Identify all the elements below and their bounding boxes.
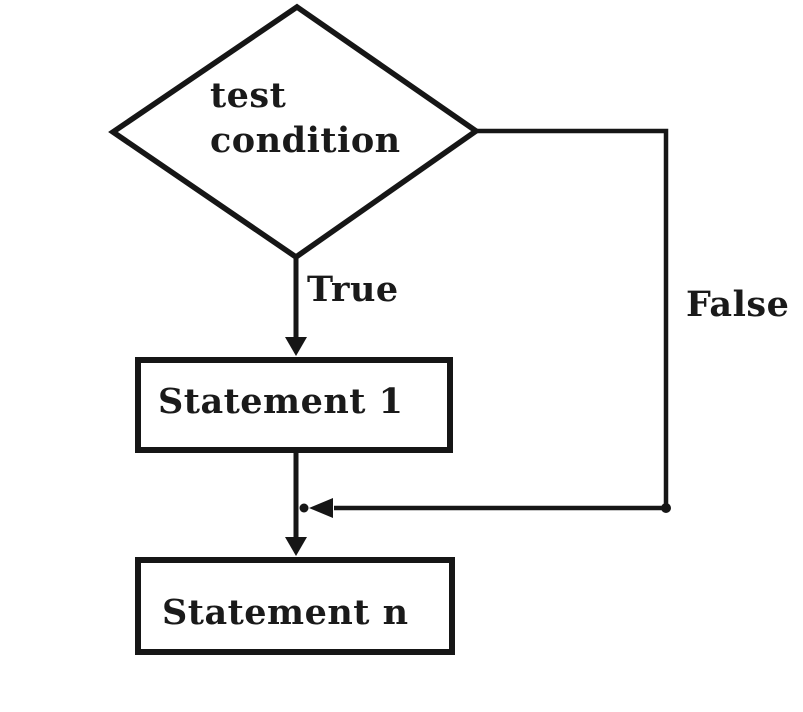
statement1-box <box>135 357 453 453</box>
false-path-corner-dot <box>661 503 671 513</box>
merge-arrowhead-icon <box>285 537 307 556</box>
merge-junction-dot <box>299 503 309 513</box>
decision-label-line2: condition <box>210 120 401 161</box>
decision-diamond <box>108 3 481 261</box>
false-branch-path <box>334 128 669 511</box>
true-arrowhead-icon <box>285 337 307 356</box>
decision-label-line1: test <box>210 75 286 116</box>
false-branch-label: False <box>686 284 789 325</box>
false-arrowhead-icon <box>309 498 333 518</box>
statement-n-label: Statement n <box>162 592 409 633</box>
statement-n-box <box>135 557 455 655</box>
statement1-label: Statement 1 <box>158 381 404 422</box>
true-branch-label: True <box>307 269 399 310</box>
